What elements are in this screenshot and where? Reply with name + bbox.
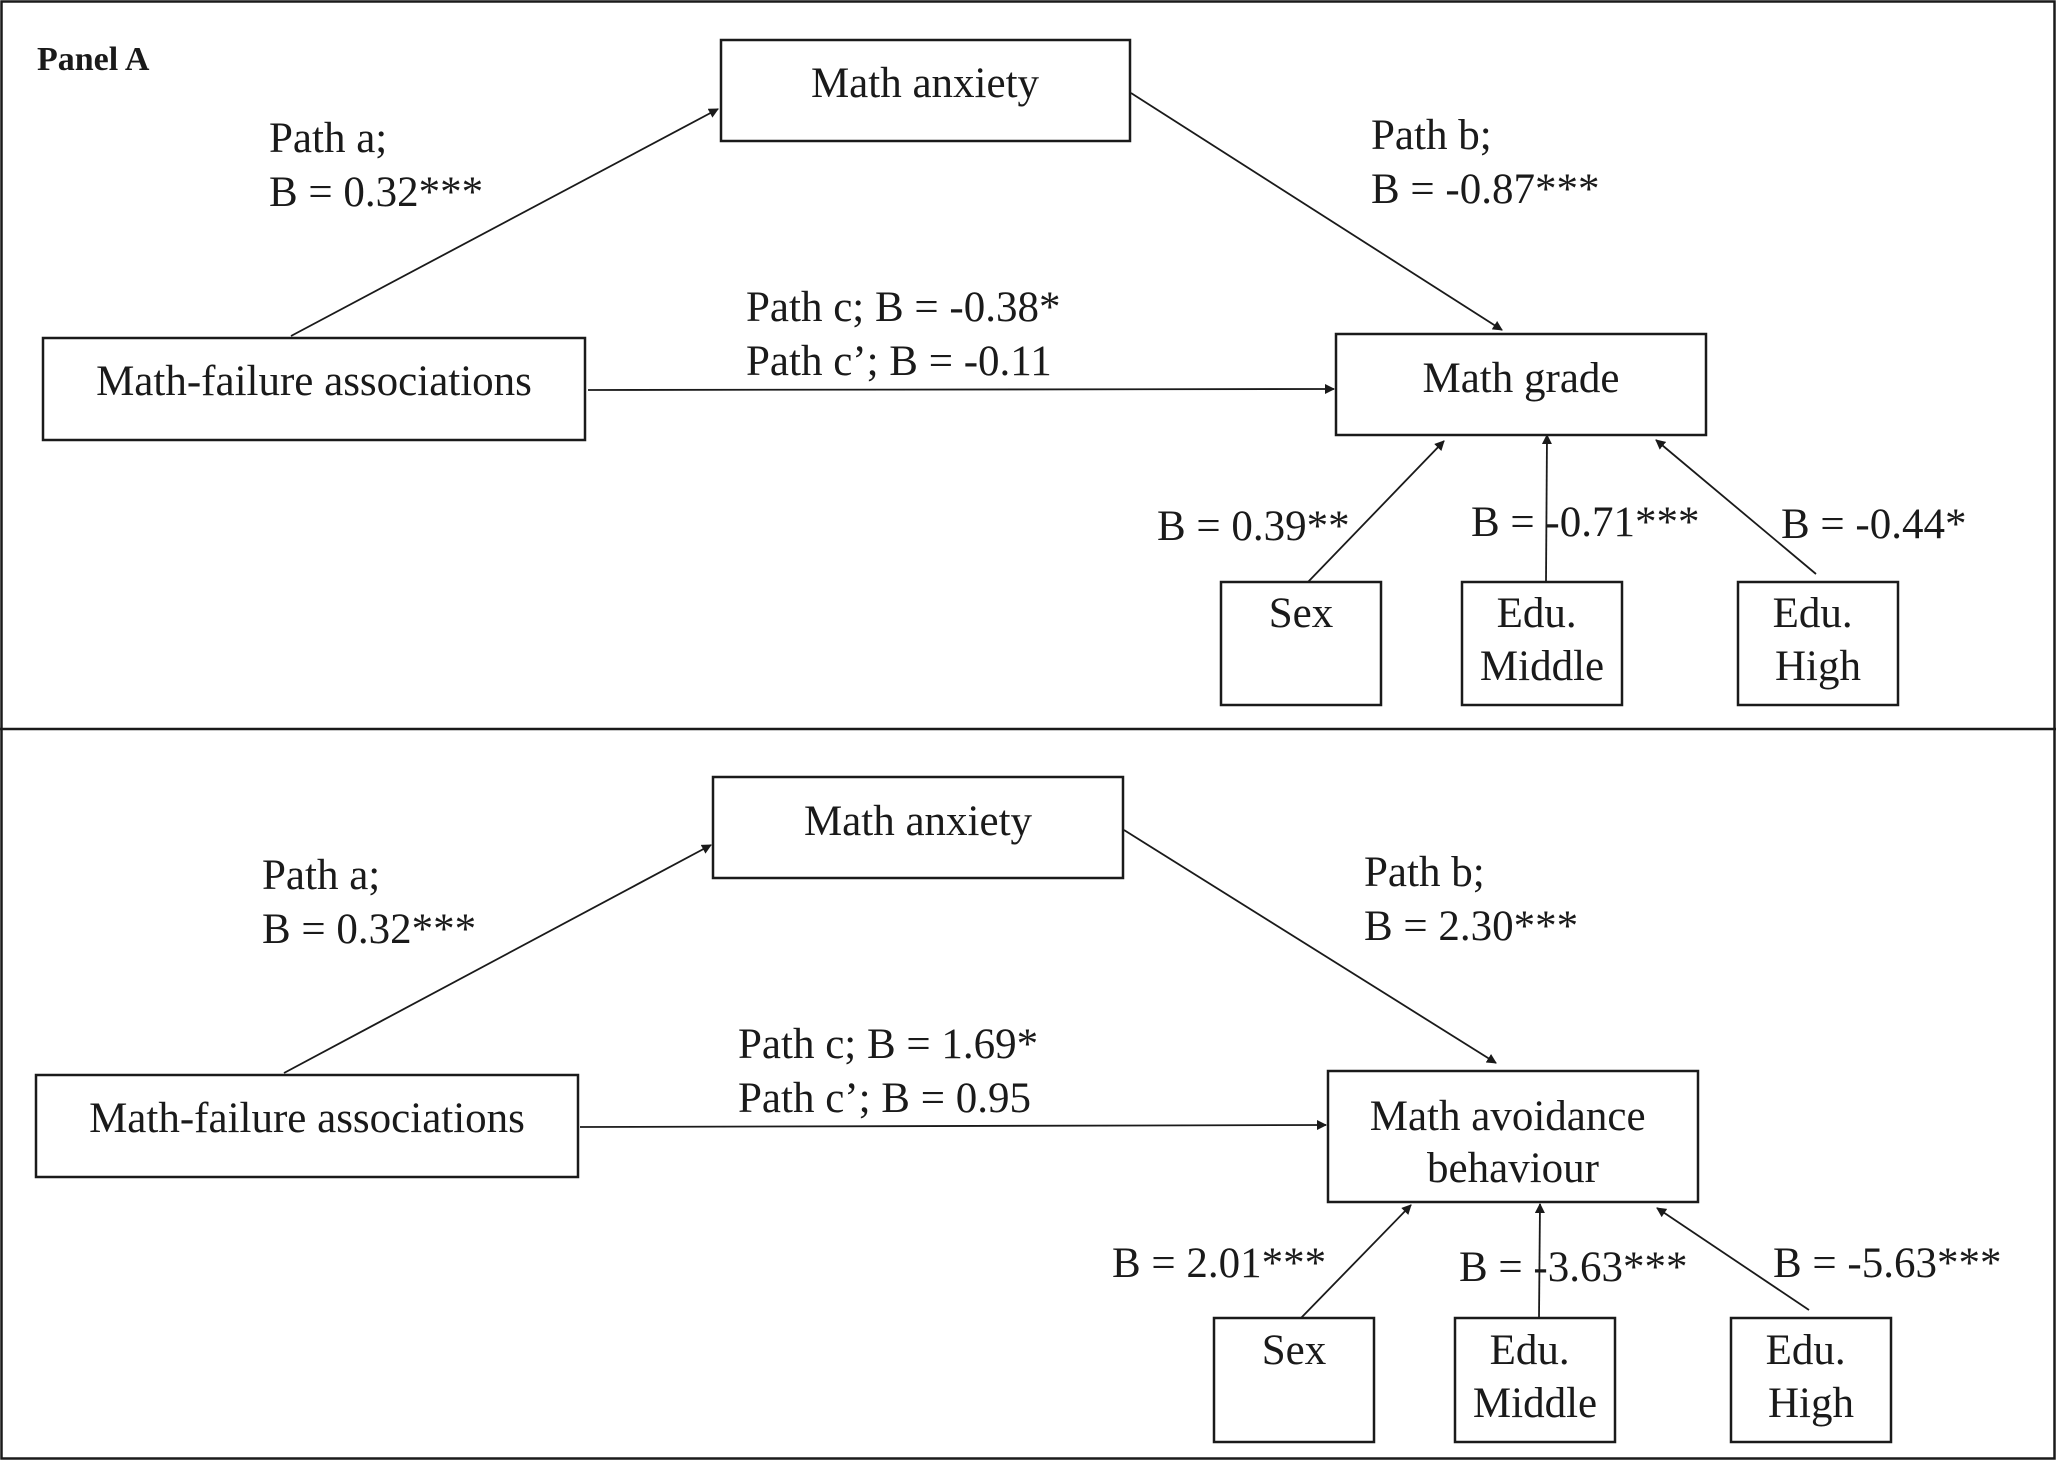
svg-text:Edu. Middle: Edu. Middle [1473,1327,1597,1427]
svg-text:Math anxiety: Math anxiety [811,60,1040,107]
edge-edu-high [1656,1207,1810,1311]
edge-path-b [1130,92,1503,331]
node-sex: Sex [1212,1316,1376,1444]
edge-path-c [587,384,1335,395]
svg-text:Math anxiety: Math anxiety [804,798,1033,845]
svg-text:Math-failure associations: Math-failure associations [89,1095,525,1142]
edge-path-b [1123,829,1497,1064]
edge-path-c [579,1120,1327,1131]
node-edu-high: Edu. High [1729,1316,1893,1444]
label-edu-middle-coefficient: B = -0.71*** [1471,499,1700,546]
label-sex-coefficient: B = 0.39** [1157,503,1350,550]
svg-text:Math grade: Math grade [1422,355,1619,402]
node-edu-middle: Edu. Middle [1453,1316,1617,1444]
node-edu-high: Edu. High [1736,580,1900,707]
label-path-a: Path a; B = 0.32*** [269,115,483,216]
edge-edu-high [1655,439,1817,575]
panel-a: Panel A Math-failure associations Math a… [37,38,1967,707]
label-sex-coefficient: B = 2.01*** [1112,1240,1326,1287]
svg-text:Edu. Middle: Edu. Middle [1480,590,1604,690]
label-path-b: Path b; B = -0.87*** [1371,112,1600,213]
label-edu-high-coefficient: B = -0.44* [1781,501,1967,548]
panel-b: Math-failure associations Math anxiety M… [34,775,2002,1444]
node-sex: Sex [1219,580,1383,707]
label-path-c: Path c; B = -0.38* Path c’; B = -0.11 [746,284,1071,385]
edge-sex [1307,440,1445,583]
panel-title: Panel A [37,41,150,78]
node-math-anxiety: Math anxiety [719,38,1132,143]
label-edu-high-coefficient: B = -5.63*** [1773,1240,2002,1287]
edge-path-a [290,108,719,337]
svg-text:Math avoidance behavio: Math avoidance behaviour [1370,1093,1657,1192]
svg-text:Sex: Sex [1262,1327,1327,1374]
edge-edu-middle [1534,1203,1545,1319]
edge-sex [1300,1204,1412,1319]
label-path-b: Path b; B = 2.30*** [1364,849,1578,950]
node-math-failure-associations: Math-failure associations [41,336,587,442]
edge-edu-middle [1541,434,1552,583]
node-math-grade: Math grade [1334,332,1708,437]
label-path-c: Path c; B = 1.69* Path c’; B = 0.95 [738,1021,1049,1122]
node-math-avoidance-behaviour: Math avoidance behaviour [1326,1069,1700,1204]
node-edu-middle: Edu. Middle [1460,580,1624,707]
node-math-failure-associations: Math-failure associations [34,1073,580,1179]
label-edu-middle-coefficient: B = -3.63*** [1459,1244,1688,1291]
svg-text:Math-failure associations: Math-failure associations [96,358,532,405]
edge-path-a [283,844,712,1074]
svg-text:Sex: Sex [1269,590,1334,637]
label-path-a: Path a; B = 0.32*** [262,852,476,953]
node-math-anxiety: Math anxiety [711,775,1125,880]
svg-text:Edu. High: Edu. High [1766,1327,1857,1427]
svg-text:Edu. High: Edu. High [1773,590,1864,690]
